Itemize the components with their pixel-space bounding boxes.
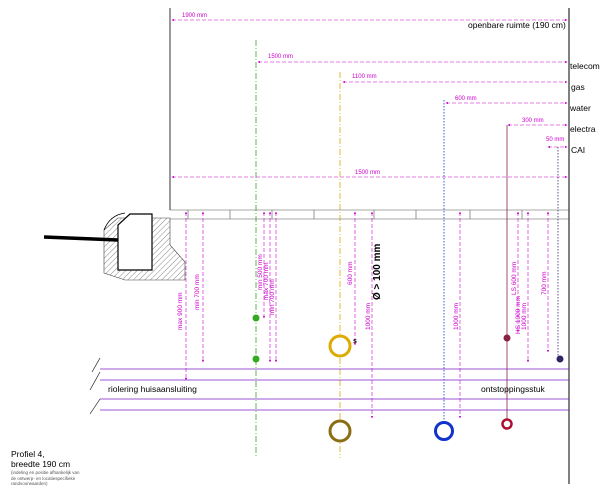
dim-300: 300 mm <box>522 118 544 124</box>
vdim-ls600: LS 600 mm <box>511 262 518 295</box>
telecom-pipe-upper <box>252 314 260 322</box>
s-label: s <box>353 338 357 345</box>
vdim-min700-telecom: min 700 mm <box>269 279 276 315</box>
vdim-max900: max 900 mm <box>177 292 184 330</box>
electra-cable <box>503 334 511 342</box>
profile-note: (indeling en positie afhankelijk van de … <box>11 470 80 486</box>
gas-pipe <box>328 334 352 358</box>
sewer-lines <box>100 368 569 411</box>
pavement <box>170 209 569 220</box>
dim-1500-telecom: 1500 mm <box>268 54 293 60</box>
dim-50: 50 mm <box>546 137 564 143</box>
vdim-600-gas: 600 mm <box>347 262 354 285</box>
vdim-1000-water: 1000 mm <box>453 303 460 330</box>
label-telecom: telecom <box>570 61 600 71</box>
vdim-700-cai: 700 mm <box>541 272 548 295</box>
gas-main-pipe <box>328 419 352 443</box>
sewer-stubs <box>89 357 101 415</box>
vdim-hs1000: HS 1000 mm <box>515 296 522 334</box>
vdim-min700-left: min 700 mm <box>194 274 201 310</box>
diameter-label: Ø > 100 mm <box>372 243 383 300</box>
water-pipe <box>434 421 454 441</box>
vdim-1000-electra: 1000 mm <box>521 303 528 330</box>
dim-1500-bottom: 1500 mm <box>355 170 380 176</box>
vdim-min500: min 500 mm <box>257 254 264 290</box>
dim-1100: 1100 mm <box>352 74 377 80</box>
electra-hs-pipe <box>501 418 513 430</box>
cai-cable <box>556 355 564 363</box>
curb <box>43 212 186 281</box>
sewer-right-label: ontstoppingsstuk <box>481 384 546 394</box>
profile-title: Profiel 4, breedte 190 cm <box>11 449 70 469</box>
vertical-dimensions <box>184 211 550 419</box>
label-water: water <box>569 103 591 113</box>
telecom-pipe-lower <box>252 355 260 363</box>
label-electra: electra <box>570 124 596 134</box>
vdim-max700: max 700 mm <box>263 262 270 300</box>
dim-600: 600 mm <box>455 96 477 102</box>
horizontal-dimensions <box>171 18 568 179</box>
label-cai: CAI <box>571 145 585 155</box>
profile-title-line: Profiel 4, <box>11 449 45 459</box>
top-label: openbare ruimte (190 cm) <box>468 20 566 30</box>
vdim-1000-gas: 1000 mm <box>365 303 372 330</box>
sewer-left-label: riolering huisaansluiting <box>108 384 197 394</box>
label-gas: gas <box>571 82 585 92</box>
profile-width-line: breedte 190 cm <box>11 459 71 469</box>
dim-1900: 1900 mm <box>182 13 207 19</box>
